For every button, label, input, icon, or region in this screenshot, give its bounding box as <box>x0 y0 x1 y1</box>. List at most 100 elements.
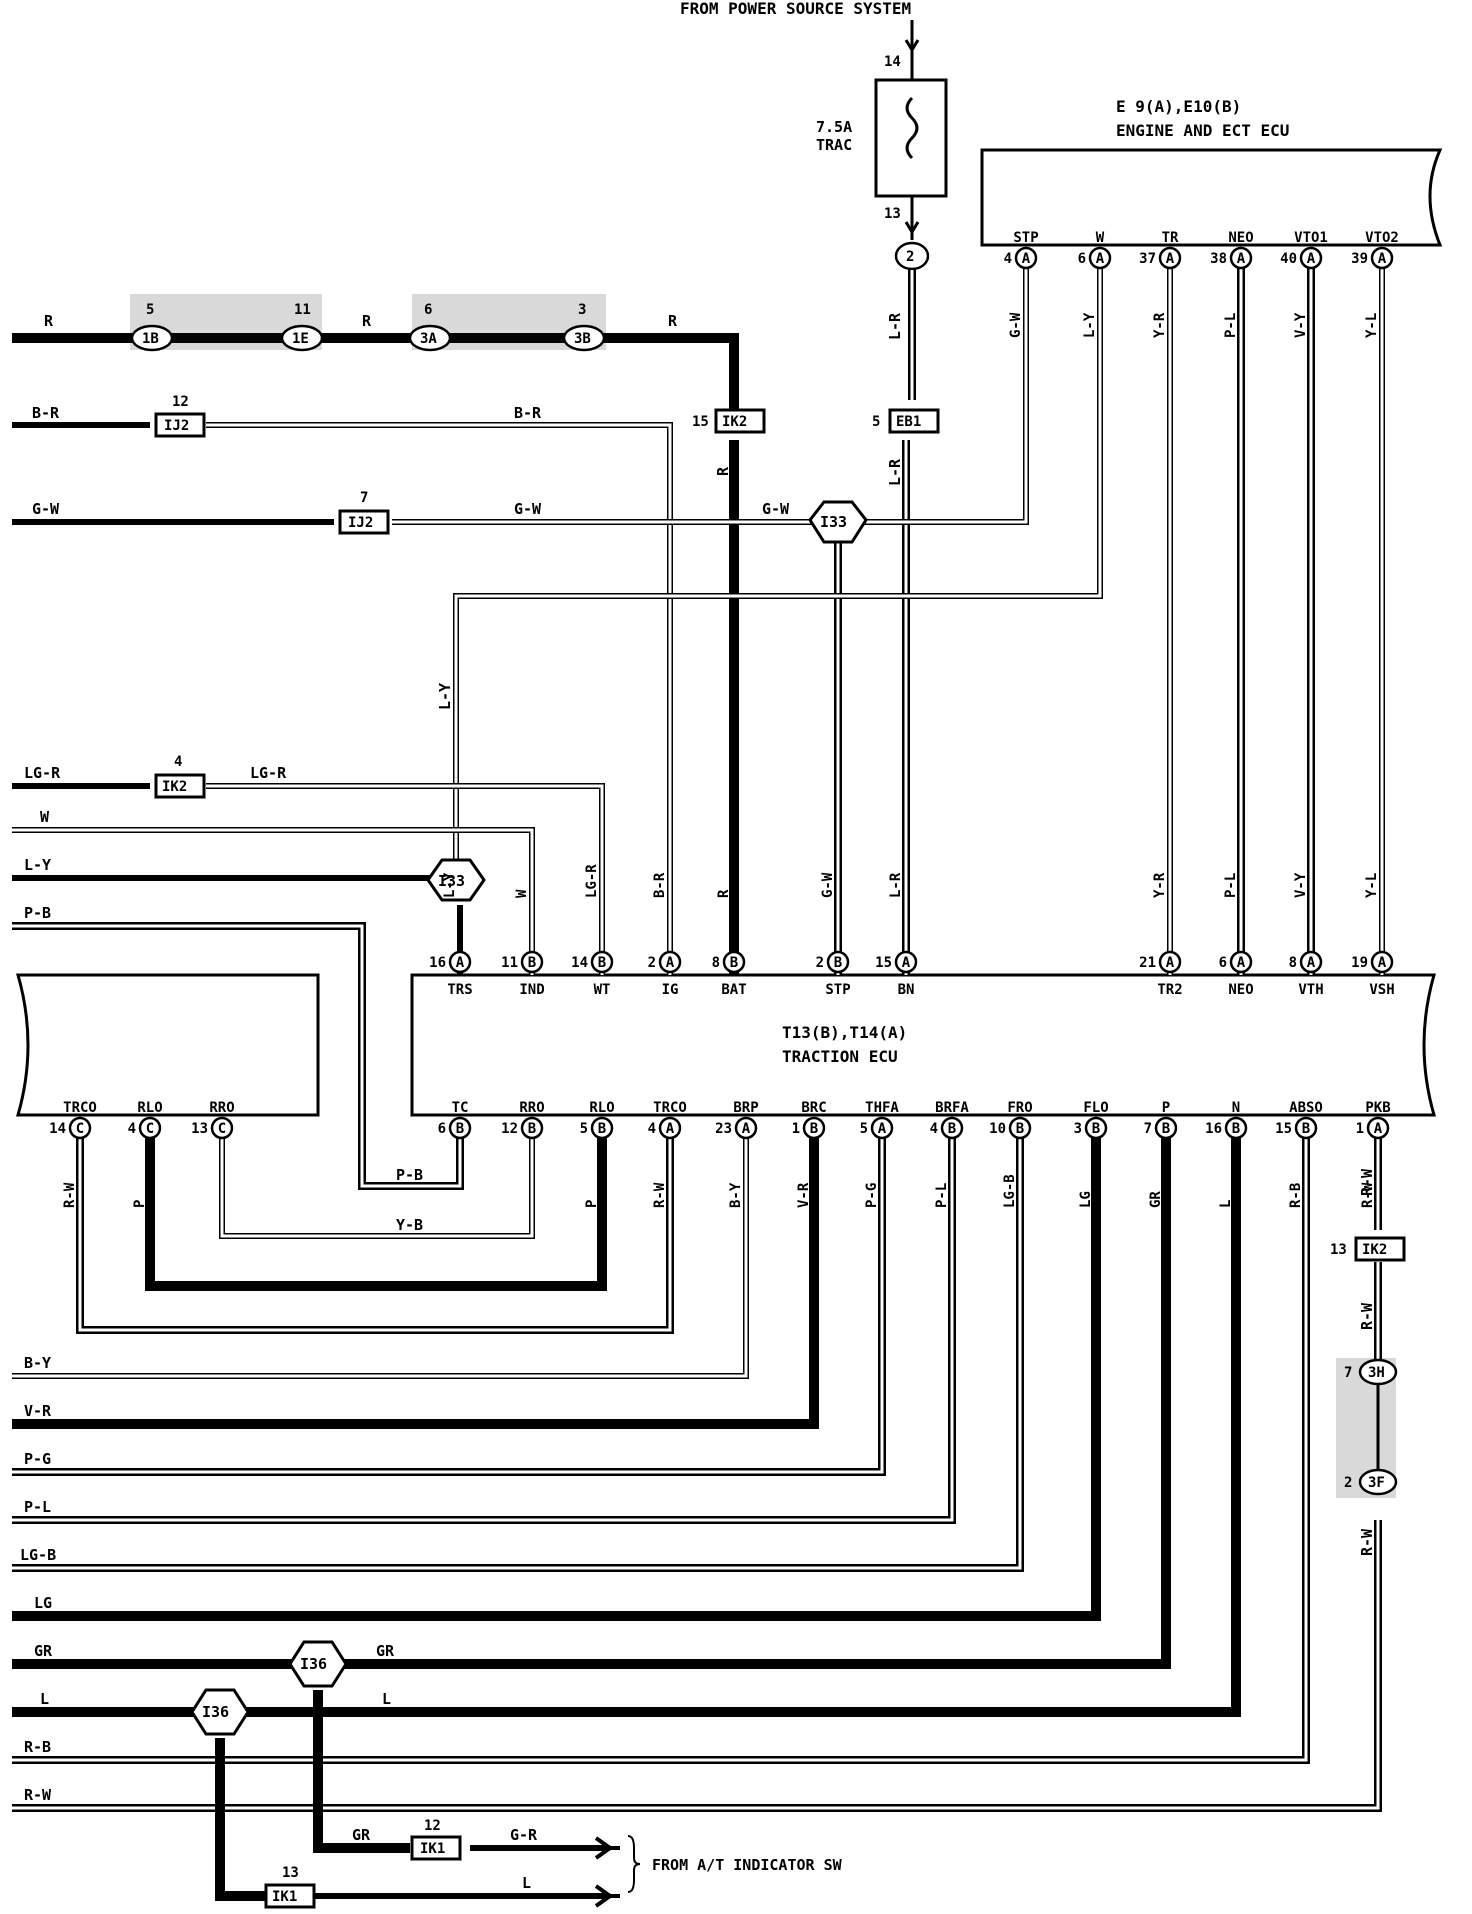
connector-ik2-pkb-num: 13 <box>1330 1242 1347 1258</box>
traction-ecu-top-pin-label-stp: STP <box>825 982 850 998</box>
junction-3f-id: 3F <box>1368 1475 1385 1491</box>
connector-ik2-lgr <box>154 773 206 799</box>
engine-ecu-pin-label-neo: NEO <box>1228 230 1253 246</box>
traction-ecu-top-wire-tr2: Y-R <box>1152 872 1168 898</box>
traction-ecu-name: TRACTION ECU <box>782 1047 898 1066</box>
traction-ecu-top-pin-stp <box>826 950 850 974</box>
connector-ik2-lgr-num: 4 <box>174 754 182 770</box>
wire-label-rw-pkb-mid: R-W <box>1358 1302 1376 1330</box>
traction-ecu-bottom-pin-conn-brc: B <box>810 1121 818 1137</box>
engine-ecu-connectors: E 9(A),E10(B) <box>1116 97 1241 116</box>
traction-ecu-bottom-wire-n: L <box>1218 1200 1234 1208</box>
traction-ecu-bottom-wire-p: GR <box>1148 1191 1164 1208</box>
connector-ik1-l-id: IK1 <box>272 1889 297 1905</box>
fuse-rating: 7.5A <box>816 118 852 136</box>
engine-ecu-pin-num-stp: 4 <box>1004 251 1012 267</box>
engine-ecu-pin-num-w: 6 <box>1078 251 1086 267</box>
engine-ecu-pin-stp <box>1014 246 1038 270</box>
splice-i36-right <box>288 1640 348 1688</box>
connector-ik2-pkb <box>1354 1236 1406 1262</box>
traction-ecu-top-pin-conn-trs: A <box>456 955 465 971</box>
connector-ij2-br <box>154 412 206 438</box>
left-ecu-pin-label-rlo: RLO <box>137 1100 162 1116</box>
traction-ecu-bottom-pin-num-abso: 15 <box>1275 1121 1292 1137</box>
from-at-indicator-label: FROM A/T INDICATOR SW <box>652 1856 843 1874</box>
traction-ecu-bottom-pin-brp <box>734 1116 758 1140</box>
splice-i36-left <box>190 1688 250 1736</box>
connector-eb1-id: EB1 <box>896 414 921 430</box>
junction-3f <box>1358 1468 1398 1496</box>
traction-ecu-top-wire-neo: P-L <box>1223 873 1239 898</box>
traction-ecu-bottom-wire-fro: LG-B <box>1002 1174 1018 1208</box>
traction-ecu-top-pin-num-ind: 11 <box>501 955 518 971</box>
wire-label-rw-pkb-top: R-W <box>1358 1168 1376 1196</box>
traction-ecu-top-pin-num-vth: 8 <box>1289 955 1297 971</box>
wire-label-gr-from: G-R <box>510 1826 538 1844</box>
wire-label-r-right: R <box>668 312 678 330</box>
junction-3a <box>408 324 452 352</box>
traction-ecu-bottom-pin-abso <box>1294 1116 1318 1140</box>
engine-ecu-pin-label-w: W <box>1096 230 1105 246</box>
traction-ecu-top-pin-ind <box>520 950 544 974</box>
traction-ecu-top-pin-label-bat: BAT <box>721 982 746 998</box>
traction-ecu-top-pin-conn-bn: A <box>902 955 911 971</box>
wire-label-br-right: B-R <box>514 404 542 422</box>
traction-ecu-top-pin-label-neo: NEO <box>1228 982 1253 998</box>
traction-ecu-top-wire-ind: W <box>514 889 530 898</box>
left-ecu-pin-trco <box>68 1116 92 1140</box>
traction-ecu-top-pin-conn-bat: B <box>730 955 738 971</box>
engine-ecu-pin-neo <box>1229 246 1253 270</box>
from-at-brace <box>580 1835 641 1908</box>
wire-label-lgr-left: LG-R <box>24 764 61 782</box>
connector-ik1-gr-id: IK1 <box>420 1841 445 1857</box>
traction-ecu-top-pin-conn-tr2: A <box>1166 955 1175 971</box>
traction-ecu-bottom-wire-rlo: P <box>584 1200 600 1208</box>
traction-ecu-top-pin-vth <box>1299 950 1323 974</box>
traction-ecu-bottom-pin-label-p: P <box>1162 1100 1170 1116</box>
junction-1e-id: 1E <box>292 331 309 347</box>
left-ecu-pin-conn-trco: C <box>76 1121 84 1137</box>
wire-label-l-right: L <box>382 1690 391 1708</box>
traction-ecu-top-pin-num-tr2: 21 <box>1139 955 1156 971</box>
wire-label-gr-right: GR <box>376 1642 395 1660</box>
traction-ecu-top-pin-conn-wt: B <box>598 955 606 971</box>
traction-ecu-bottom-pin-trco <box>658 1116 682 1140</box>
traction-ecu-bottom-pin-num-trco: 4 <box>648 1121 656 1137</box>
traction-ecu-bottom-pin-conn-tc: B <box>456 1121 464 1137</box>
engine-ecu-pin-label-vto2: VTO2 <box>1365 230 1399 246</box>
wire-label-ly: L-Y <box>24 856 51 874</box>
engine-ecu-pin-num-tr: 37 <box>1139 251 1156 267</box>
connector-ik2-top-num: 15 <box>692 414 709 430</box>
traction-ecu-bottom-pin-label-rlo: RLO <box>589 1100 614 1116</box>
traction-ecu-top-pin-label-ind: IND <box>519 982 544 998</box>
source-label: FROM POWER SOURCE SYSTEM <box>680 0 911 18</box>
engine-ecu-wire-w: L-Y <box>1082 312 1098 338</box>
splice-i33-top <box>808 500 868 544</box>
wire-label-gw-mid: G-W <box>514 500 542 518</box>
traction-ecu-top-pin-num-stp: 2 <box>816 955 824 971</box>
wire-label-pl: P-L <box>24 1498 51 1516</box>
left-ecu-box <box>16 973 320 1117</box>
left-ecu-wire-rlo: P <box>132 1200 148 1208</box>
fuse-junction <box>894 241 930 271</box>
traction-ecu-bottom-pin-num-fro: 10 <box>989 1121 1006 1137</box>
traction-ecu-bottom-pin-conn-abso: B <box>1302 1121 1310 1137</box>
traction-ecu-top-pin-label-tr2: TR2 <box>1157 982 1182 998</box>
traction-ecu-top-pin-num-wt: 14 <box>571 955 588 971</box>
engine-ecu-pin-conn-tr: A <box>1166 251 1175 267</box>
traction-ecu-top-pin-num-vsh: 19 <box>1351 955 1368 971</box>
connector-ij2-gw-id: IJ2 <box>348 515 373 531</box>
connector-ij2-br-id: IJ2 <box>164 418 189 434</box>
traction-ecu-bottom-pin-conn-trco: A <box>666 1121 675 1137</box>
traction-ecu-top-pin-bn <box>894 950 918 974</box>
traction-ecu-bottom-pin-rlo <box>590 1116 614 1140</box>
traction-ecu-bottom-pin-label-flo: FLO <box>1083 1100 1108 1116</box>
traction-ecu-top-pin-num-bn: 15 <box>875 955 892 971</box>
connector-ik1-l-num: 13 <box>282 1865 299 1881</box>
engine-ecu-pin-num-vto1: 40 <box>1280 251 1297 267</box>
traction-ecu-bottom-pin-conn-p: B <box>1162 1121 1170 1137</box>
splice-i33-left-label: I33 <box>438 872 465 890</box>
wire-label-lr-vert: L-R <box>886 458 904 486</box>
wire-label-w: W <box>40 808 50 826</box>
traction-ecu-top-wire-vth: V-Y <box>1293 872 1309 898</box>
